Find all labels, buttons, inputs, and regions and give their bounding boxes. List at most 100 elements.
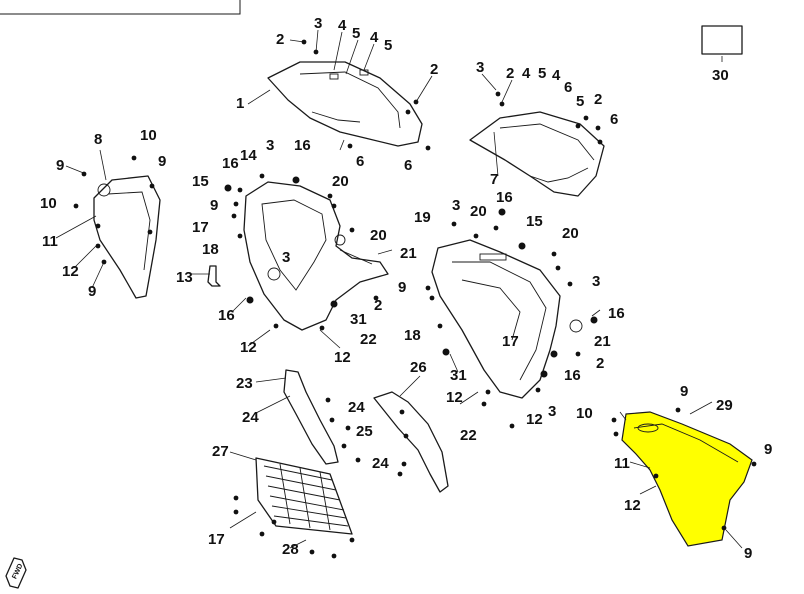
callout-label: 4 [552,67,561,84]
callout-label: 10 [140,127,157,144]
callout-label: 9 [398,279,406,296]
callout-label: 31 [450,367,467,384]
callout-label: 9 [764,441,772,458]
callout-label: 6 [356,153,364,170]
callout-label: 20 [470,203,487,220]
part-right-side-panel-highlighted [621,411,753,547]
callout-label: 31 [350,311,367,328]
callout-label: 28 [282,541,299,558]
forward-direction-icon: FWD [5,557,27,589]
callout-label: 23 [236,375,253,392]
part-left-side-panel [93,175,161,299]
callout-label: 9 [56,157,64,174]
callout-label: 20 [562,225,579,242]
part-lower-right-duct [373,391,449,493]
callout-label: 6 [564,79,572,96]
callout-label: 2 [596,355,604,372]
part-top-rear-cover [469,111,605,197]
callout-label: 24 [242,409,259,426]
callout-label: 9 [210,197,218,214]
callout-label: 17 [192,219,209,236]
callout-label: 9 [88,283,96,300]
callout-label: 15 [192,173,209,190]
part-radiator-grille [255,457,353,535]
callout-label: 9 [680,383,688,400]
callout-label: 27 [212,443,229,460]
callout-label: 2 [430,61,438,78]
part-left-inner-frame [243,181,389,331]
callout-label: 5 [352,25,360,42]
callout-label: 12 [240,339,257,356]
part-label-card [701,25,743,55]
callout-label: 4 [370,29,379,46]
callout-label: 11 [42,233,58,250]
callout-label: 3 [476,59,484,76]
callout-label: 14 [240,147,257,164]
callout-label: 30 [712,67,729,84]
callout-label: 13 [176,269,193,286]
callout-label: 16 [218,307,235,324]
callout-label: 2 [506,65,514,82]
callout-label: 7 [490,171,498,188]
callout-label: 1 [236,95,244,112]
callout-label: 5 [576,93,584,110]
callout-label: 4 [522,65,531,82]
callout-label: 9 [158,153,166,170]
callout-label: 26 [410,359,427,376]
callout-label: 21 [400,245,417,262]
callout-label: 16 [564,367,581,384]
callout-label: 24 [372,455,389,472]
callout-label: 3 [314,15,322,32]
callout-label: 5 [538,65,546,82]
callout-label: 24 [348,399,365,416]
callout-label: 2 [276,31,284,48]
callout-label: 17 [208,531,225,548]
callout-label: 16 [222,155,239,172]
callout-label: 29 [716,397,733,414]
callout-label: 20 [370,227,387,244]
callout-label: 5 [384,37,392,54]
callout-label: 16 [294,137,311,154]
callout-label: 4 [338,17,347,34]
callout-label: 12 [334,349,351,366]
callout-label: 8 [94,131,102,148]
callout-label: 22 [360,331,377,348]
callout-label: 3 [266,137,274,154]
callout-label: 9 [744,545,752,562]
callout-label: 18 [404,327,421,344]
callout-label: 10 [40,195,57,212]
leader-lines [55,29,743,549]
callout-label: 11 [614,455,630,472]
callout-label: 3 [592,273,600,290]
callout-label: 3 [282,249,290,266]
callout-label: 12 [62,263,79,280]
callout-label: 2 [374,297,382,314]
callout-label: 12 [446,389,463,406]
callout-label: 16 [608,305,625,322]
callout-label: 3 [452,197,460,214]
callout-label: 10 [576,405,593,422]
title-frame-edge [0,0,241,15]
callout-label: 3 [548,403,556,420]
callout-label: 18 [202,241,219,258]
callout-label: 20 [332,173,349,190]
part-small-bracket [207,265,221,287]
callout-label: 15 [526,213,543,230]
callout-label: 17 [502,333,519,350]
callout-label: 12 [526,411,543,428]
callout-label: 6 [610,111,618,128]
part-top-front-cover [267,61,423,147]
callout-label: 21 [594,333,611,350]
callout-label: 12 [624,497,641,514]
callout-label: 6 [404,157,412,174]
fastener-dots [73,39,757,559]
callout-label: 19 [414,209,431,226]
callout-label: 25 [356,423,373,440]
part-lower-left-duct [283,369,339,465]
callout-label: 2 [594,91,602,108]
part-right-inner-frame [431,239,583,399]
callout-numbers: 1 2 3 4 5 4 5 2 6 6 3 2 4 5 4 6 5 2 6 7 … [40,15,772,562]
callout-label: 22 [460,427,477,444]
callout-label: 16 [496,189,513,206]
